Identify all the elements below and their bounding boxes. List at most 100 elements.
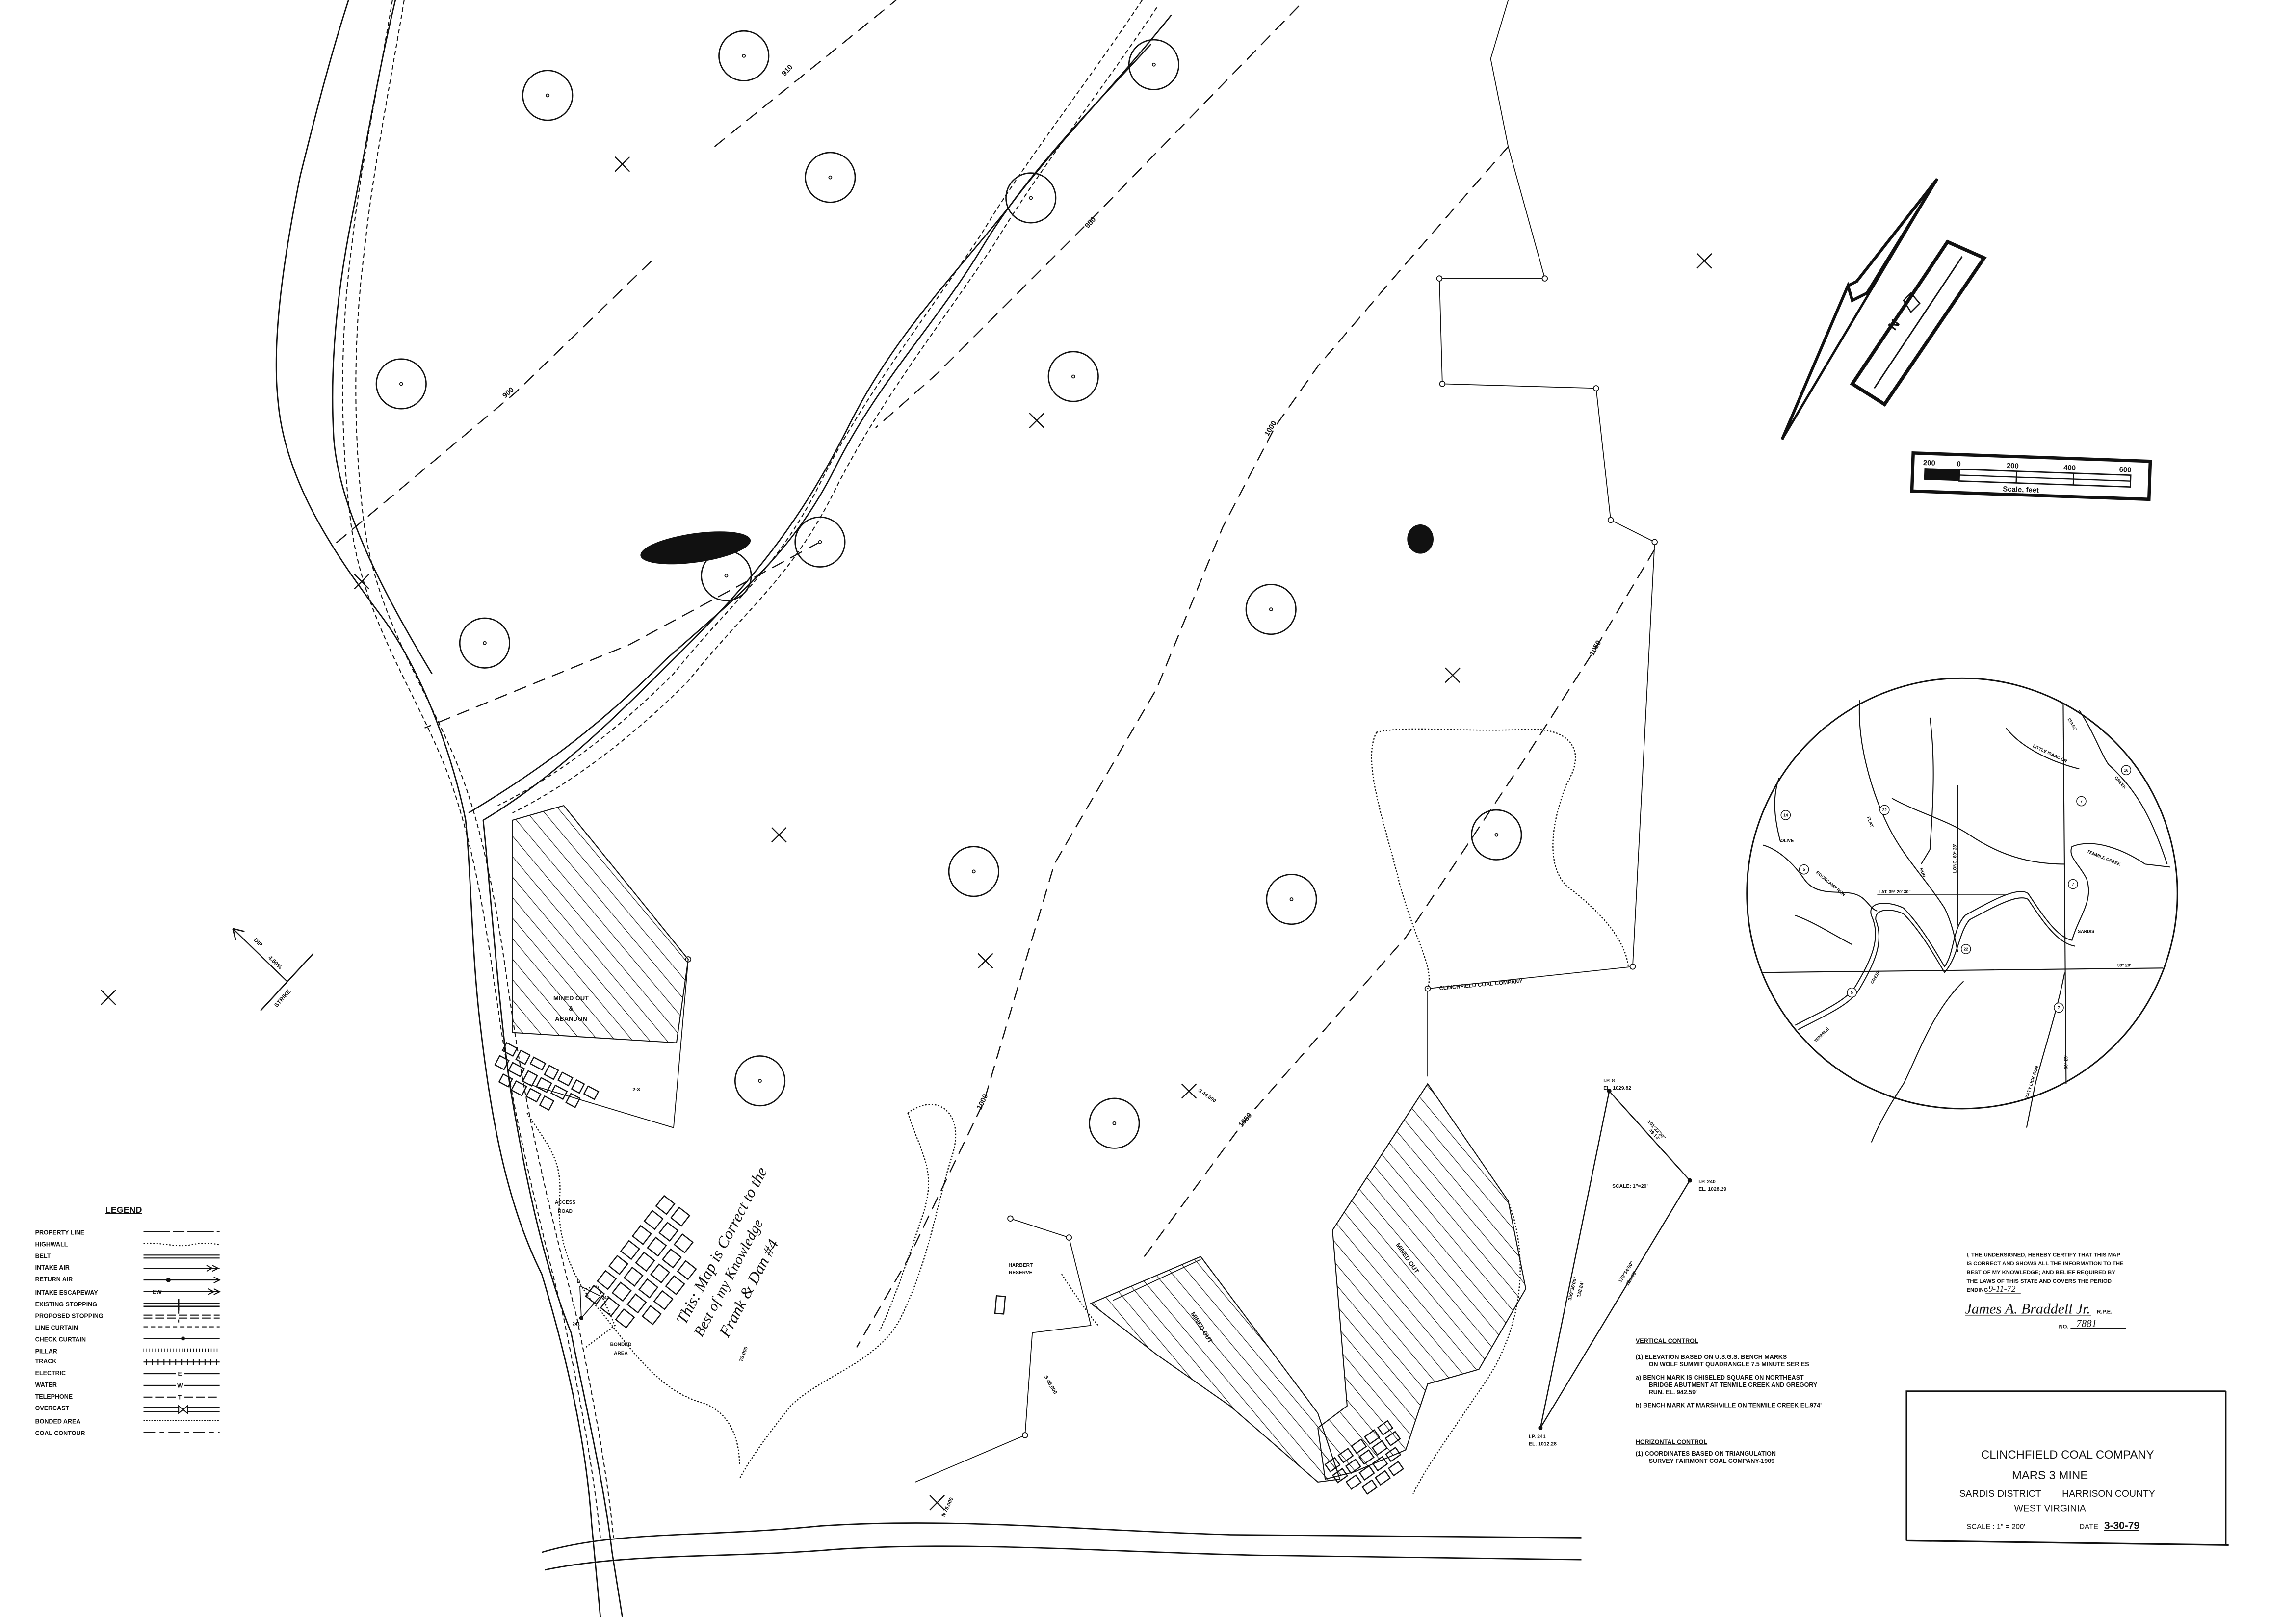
triangle-241-label: 241 <box>573 1322 580 1327</box>
title-block: CLINCHFIELD COAL COMPANY MARS 3 MINE SAR… <box>1905 1390 2229 1546</box>
mined-out-amp: & <box>569 1005 573 1012</box>
dip-value: 4.60% <box>267 954 284 971</box>
traverse-scale: SCALE: 1"=20' <box>1612 1184 1648 1189</box>
access-road <box>342 0 1157 1538</box>
long-label: LONG. 80° 28' <box>1953 844 1957 873</box>
cert-ending-date: 9-11-72 <box>1988 1284 2015 1294</box>
coordinate-label: 76,000 <box>739 1346 749 1362</box>
legend-label: TELEPHONE <box>35 1393 73 1400</box>
highwall <box>526 728 1629 1494</box>
place-olive: OLIVE <box>1780 838 1794 843</box>
contour-label: 910 <box>780 63 794 78</box>
coordinate-crosses <box>101 156 1712 1511</box>
abandon-label: ABANDON <box>555 1015 587 1022</box>
access-road-label: ACCESS <box>555 1200 575 1205</box>
dip-label: DIP <box>252 937 264 948</box>
signature: James A. Braddell Jr. <box>1965 1301 2090 1317</box>
contour-label: 1000 <box>1263 419 1278 438</box>
contour-label: 950 <box>1083 215 1097 230</box>
contour-label: 1050 <box>1588 639 1603 657</box>
place-sardis: SARDIS <box>2078 929 2094 934</box>
mine-section-label: 2-3 <box>632 1087 640 1093</box>
harbert-reserve-label: HARBERT <box>1009 1263 1033 1268</box>
legend-label: LINE CURTAIN <box>35 1325 78 1331</box>
legend-label: TRACK <box>35 1358 57 1365</box>
ip241-label: I.P. 241 <box>1529 1434 1546 1439</box>
legend-label: COAL CONTOUR <box>35 1430 85 1436</box>
scale-tick: 0 <box>1957 460 1961 468</box>
ip8-elevation: EL. 1029.82 <box>1603 1086 1631 1091</box>
route-shield: 7 <box>2072 882 2074 887</box>
control-notes: VERTICAL CONTROL (1) ELEVATION BASED ON … <box>1636 1337 1822 1464</box>
vertical-control-title: VERTICAL CONTROL <box>1636 1337 1698 1344</box>
scale-caption: Scale, feet <box>2003 485 2039 495</box>
harbert-reserve-label: RESERVE <box>1009 1270 1032 1276</box>
route-shield: 14 <box>1783 812 1788 817</box>
legend-symbols <box>143 1231 221 1433</box>
cert-line: I, THE UNDERSIGNED, HEREBY CERTIFY THAT … <box>1966 1252 2120 1258</box>
legend-label: CHECK CURTAIN <box>35 1336 86 1343</box>
contour-label: 1000 <box>975 1093 990 1111</box>
legend: LEGEND PROPERTY LINE HIGHWALL BELT INTAK… <box>35 1205 221 1436</box>
county: HARRISON COUNTY <box>2062 1488 2155 1499</box>
coordinate-label: S 44,000 <box>1197 1088 1217 1104</box>
cert-ending-label: ENDING <box>1966 1287 1988 1293</box>
district: SARDIS DISTRICT <box>1959 1488 2041 1499</box>
scale-tick: 200 <box>1923 459 1935 468</box>
date-value: 3-30-79 <box>2104 1520 2139 1531</box>
legend-label: BONDED AREA <box>35 1418 81 1425</box>
note-line: (1) COORDINATES BASED ON TRIANGULATION <box>1636 1450 1776 1457</box>
legend-symbol-letter: E <box>178 1371 182 1378</box>
route-shield: 5 <box>1851 990 1853 995</box>
stream <box>275 0 1582 1617</box>
north-arrow: N <box>1780 178 1987 441</box>
dip-strike-symbol: DIP 4.60% STRIKE <box>232 928 314 1011</box>
legend-label: HIGHWALL <box>35 1241 68 1248</box>
triangle-b-label: B <box>577 1279 580 1284</box>
route-shield: 16 <box>2124 768 2129 773</box>
bonded-area-label: AREA <box>614 1351 628 1356</box>
company-name: CLINCHFIELD COAL COMPANY <box>1981 1448 2154 1461</box>
note-line: a) BENCH MARK IS CHISELED SQUARE ON NORT… <box>1636 1374 1804 1381</box>
triangle-240-label: 240 <box>602 1295 609 1300</box>
drill-holes <box>375 30 1522 1149</box>
legend-label: INTAKE ESCAPEWAY <box>35 1289 99 1296</box>
bonded-area-label: BONDED <box>610 1342 632 1347</box>
lat-label: 39° 20' <box>2117 963 2131 967</box>
note-line: SURVEY FAIRMONT COAL COMPANY-1909 <box>1649 1458 1774 1464</box>
cert-no-label: NO. <box>2059 1324 2068 1330</box>
bonded-area: B 240 241 BONDED AREA ACCESS ROAD HARBER… <box>555 1200 1033 1356</box>
ip241-elevation: EL. 1012.28 <box>1529 1441 1557 1447</box>
ip8-label: I.P. 8 <box>1603 1078 1615 1084</box>
certification: I, THE UNDERSIGNED, HEREBY CERTIFY THAT … <box>1965 1252 2126 1330</box>
long-label: 80° 25' <box>2063 1055 2068 1069</box>
legend-symbol-letter: W <box>177 1382 183 1389</box>
scale-tick: 200 <box>2007 462 2019 470</box>
map-scale: SCALE : 1" = 200' <box>1966 1522 2025 1531</box>
lat-label: LAT. 39° 20' 30" <box>1879 889 1910 894</box>
route-shield: 7 <box>2058 1005 2060 1010</box>
ink-blot <box>640 531 751 565</box>
contour-label: 1050 <box>1237 1111 1253 1129</box>
legend-symbol-letter: T <box>178 1394 182 1401</box>
handwritten-note: This: Map is Correct to the Best of my K… <box>673 1164 782 1340</box>
legend-label: ELECTRIC <box>35 1370 66 1377</box>
scale-tick: 400 <box>2063 464 2076 472</box>
contour-label: 900 <box>501 386 516 400</box>
legend-label: OVERCAST <box>35 1405 70 1412</box>
date-label: DATE <box>2079 1522 2098 1531</box>
cert-line: IS CORRECT AND SHOWS ALL THE INFORMATION… <box>1966 1261 2124 1267</box>
cert-line: THE LAWS OF THIS STATE AND COVERS THE PE… <box>1966 1278 2112 1284</box>
ip240-label: I.P. 240 <box>1698 1179 1716 1185</box>
note-line: BRIDGE ABUTMENT AT TENMILE CREEK AND GRE… <box>1649 1382 1818 1388</box>
note-line: RUN. EL. 942.59' <box>1649 1389 1697 1396</box>
legend-label: EXISTING STOPPING <box>35 1301 97 1308</box>
ip240-elevation: EL. 1028.29 <box>1698 1187 1726 1192</box>
legend-title: LEGEND <box>105 1205 142 1215</box>
legend-label: PILLAR <box>35 1348 57 1355</box>
leg-distance: 138.84' <box>1576 1281 1586 1298</box>
horizontal-control-title: HORIZONTAL CONTROL <box>1636 1438 1708 1445</box>
state: WEST VIRGINIA <box>2014 1503 2086 1514</box>
legend-label: RETURN AIR <box>35 1276 73 1283</box>
